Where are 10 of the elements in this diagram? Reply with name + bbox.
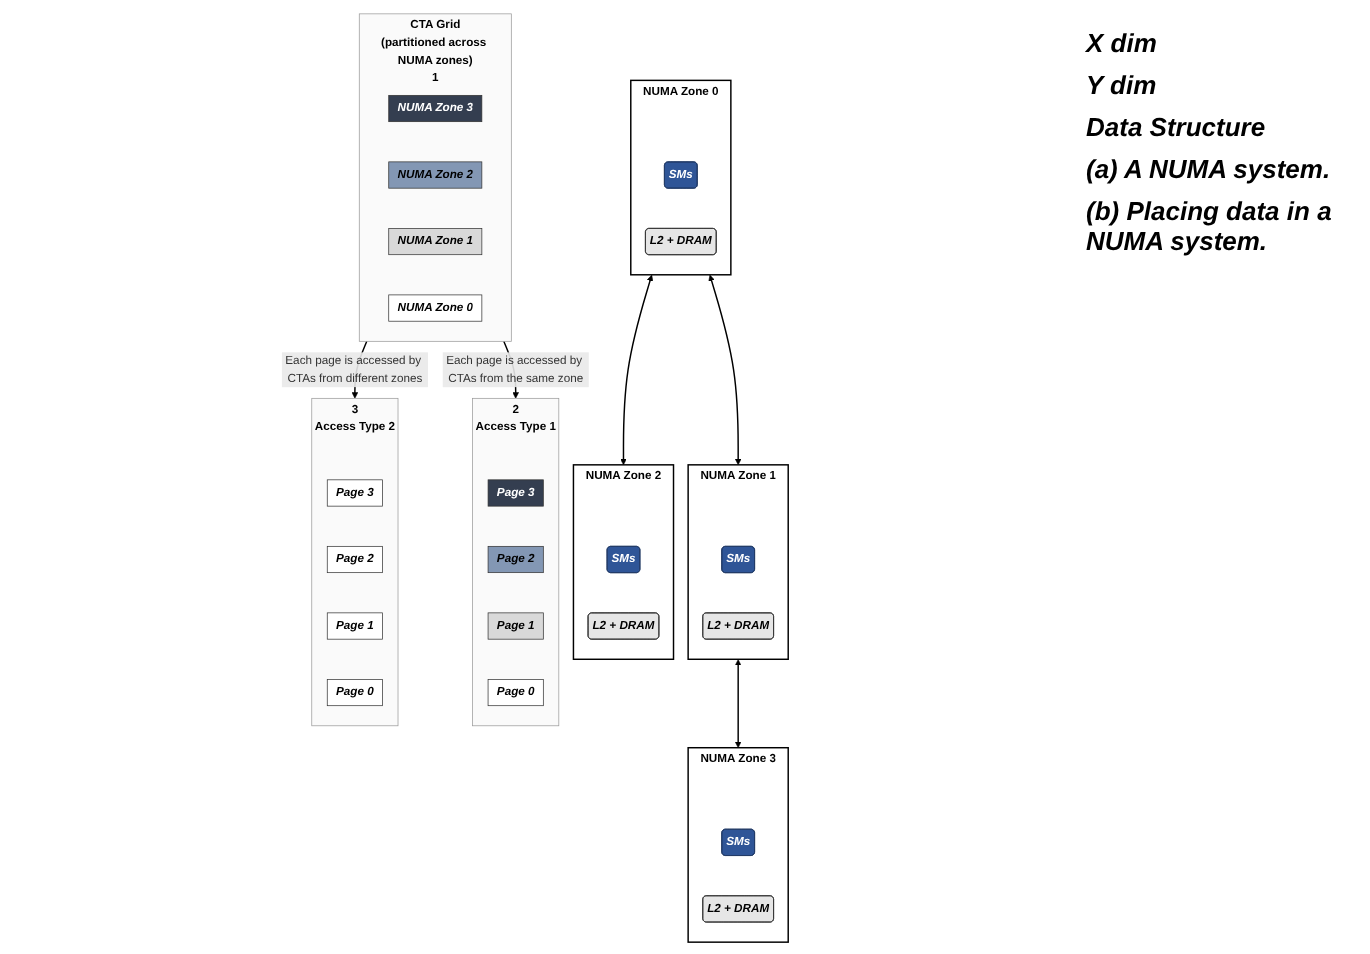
arrow bbox=[620, 273, 654, 465]
label-text: (b) Placing data in a NUMA system. bbox=[1086, 196, 1334, 256]
arrow bbox=[734, 658, 742, 747]
cluster bbox=[472, 396, 560, 726]
label-text: Y dim bbox=[1086, 70, 1159, 100]
arrow bbox=[708, 273, 742, 465]
label-text: Data Structure bbox=[1086, 112, 1268, 142]
cluster bbox=[311, 396, 399, 726]
label-text: X dim bbox=[1086, 28, 1159, 58]
label-text: (a) A NUMA system. bbox=[1086, 154, 1333, 184]
